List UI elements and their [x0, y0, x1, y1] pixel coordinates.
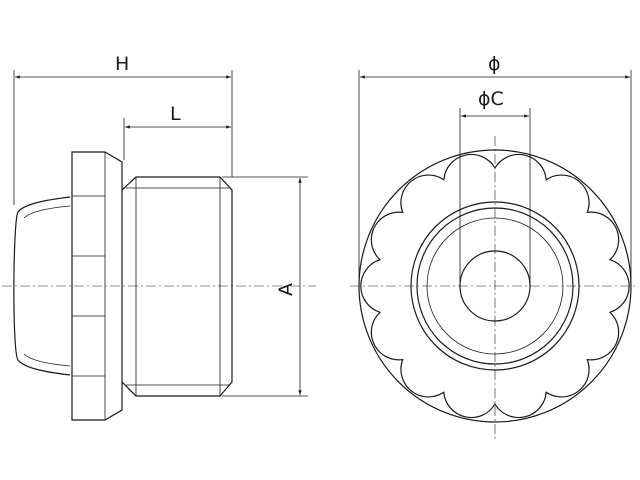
dim-phiC-label: ϕC	[478, 88, 504, 110]
inner-ring-outer	[410, 201, 580, 371]
dim-L-label: L	[170, 103, 181, 125]
knurl-scallops	[360, 153, 630, 419]
dim-phi-label: ϕ	[488, 53, 501, 75]
inner-ring-step	[426, 217, 564, 355]
inner-ring-inner	[416, 207, 574, 365]
cap-dome-inner	[23, 205, 71, 367]
dim-A-label: A	[275, 283, 297, 296]
thread-shank	[121, 176, 233, 397]
cap-dome	[13, 196, 71, 376]
front-view: ϕ ϕC	[350, 53, 638, 440]
side-view: H L A	[2, 53, 316, 421]
dim-H-label: H	[115, 53, 129, 75]
